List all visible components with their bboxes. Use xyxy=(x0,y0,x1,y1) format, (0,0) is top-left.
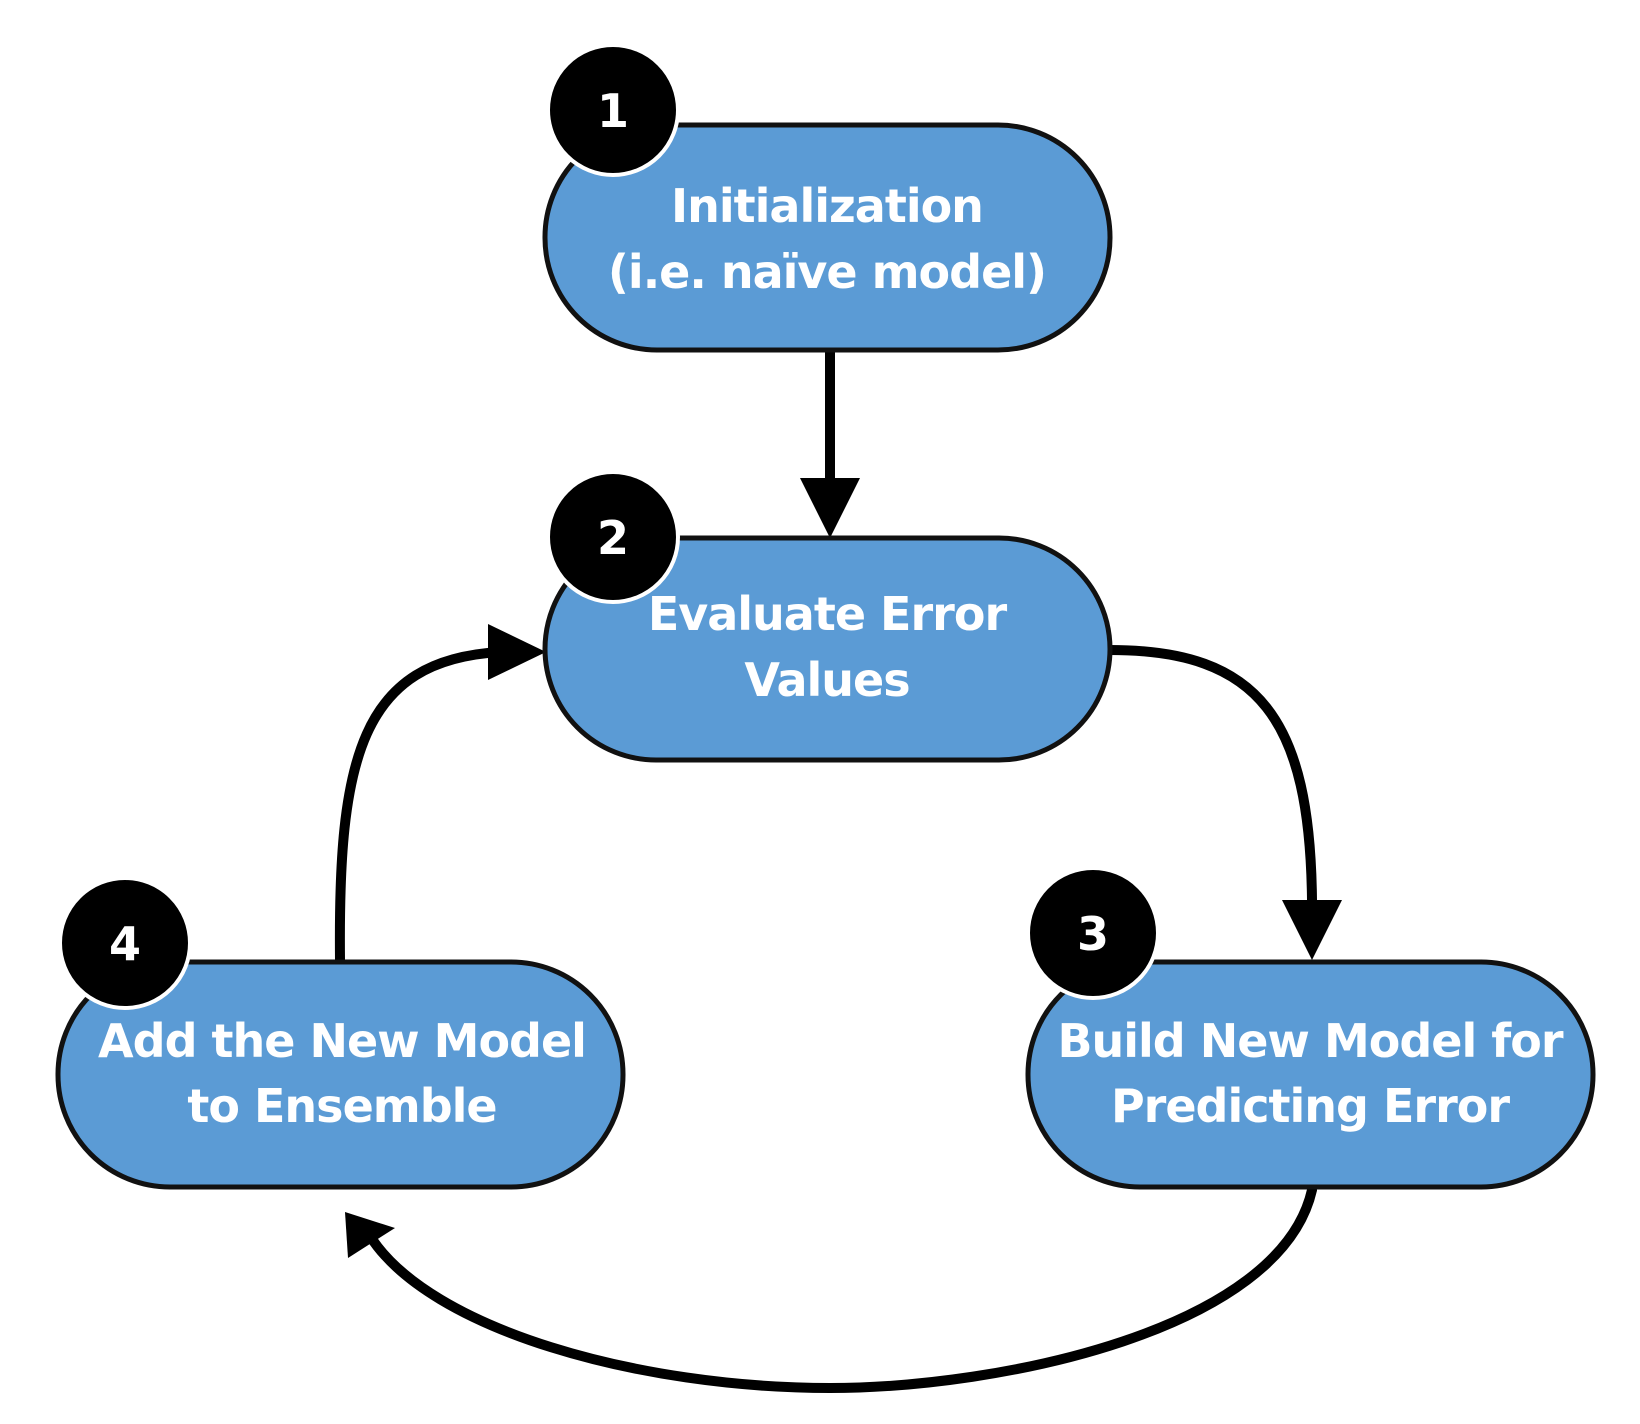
arrow-head-build-to-add xyxy=(345,1212,395,1258)
step-badge-4 xyxy=(58,876,192,1010)
node-evaluate-error-line-1: Evaluate Error xyxy=(648,587,1008,641)
node-initialization: Initialization (i.e. naïve model) 1 xyxy=(542,43,1113,353)
step-badge-2-label: 2 xyxy=(597,511,629,565)
node-evaluate-error-box xyxy=(542,535,1113,763)
arrows xyxy=(334,345,1342,1394)
node-evaluate-error-line-2: Values xyxy=(744,653,909,707)
node-build-new-model-box xyxy=(1025,959,1596,1190)
step-badge-1 xyxy=(546,43,680,177)
node-build-new-model: Build New Model for Predicting Error 3 xyxy=(1025,866,1596,1190)
arrow-evaluate-to-build xyxy=(1105,645,1317,905)
node-initialization-line-1: Initialization xyxy=(671,179,983,233)
node-build-new-model-line-1: Build New Model for xyxy=(1057,1014,1563,1068)
node-evaluate-error: Evaluate Error Values 2 xyxy=(542,470,1113,763)
arrow-head-evaluate-to-build xyxy=(1282,900,1342,960)
node-add-to-ensemble: Add the New Model to Ensemble 4 xyxy=(55,876,626,1190)
node-initialization-box xyxy=(542,122,1113,353)
node-add-to-ensemble-line-1: Add the New Model xyxy=(98,1014,586,1068)
node-add-to-ensemble-box xyxy=(55,959,626,1190)
node-initialization-line-2: (i.e. naïve model) xyxy=(608,245,1046,299)
arrow-build-to-add xyxy=(365,1185,1317,1394)
step-badge-4-label: 4 xyxy=(109,917,141,971)
node-add-to-ensemble-line-2: to Ensemble xyxy=(187,1079,496,1133)
arrow-head-add-to-evaluate xyxy=(488,624,546,680)
step-badge-3 xyxy=(1026,866,1160,1000)
arrow-head-initialization-to-evaluate xyxy=(800,478,860,538)
node-build-new-model-line-2: Predicting Error xyxy=(1111,1079,1510,1133)
step-badge-2 xyxy=(546,470,680,604)
step-badge-1-label: 1 xyxy=(597,84,629,138)
arrow-add-to-evaluate xyxy=(334,647,505,965)
step-badge-3-label: 3 xyxy=(1077,907,1109,961)
